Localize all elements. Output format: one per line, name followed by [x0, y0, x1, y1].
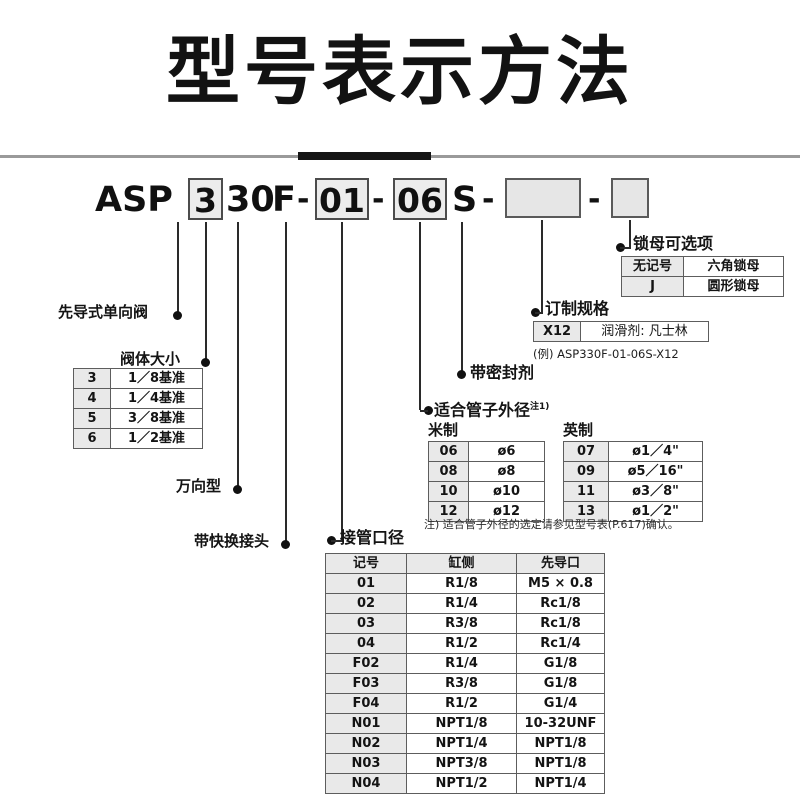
- table-row: 06 ø6: [428, 441, 545, 462]
- locknut-option-table: 无记号 六角锁母 J 圆形锁母: [621, 256, 784, 297]
- page-title: 型号表示方法: [166, 29, 634, 115]
- table-row: 07 ø1／4": [563, 441, 703, 462]
- leader-dot-sealant: [457, 370, 466, 379]
- leader-line-locknut: [629, 220, 631, 247]
- table-row: 10 ø10: [428, 481, 545, 502]
- label-tube-outer-diameter-note: 注1): [530, 402, 550, 412]
- code-dash-2: -: [372, 182, 385, 217]
- leader-line-universal: [237, 222, 239, 489]
- leader-dot-valve-size: [201, 358, 210, 367]
- label-port-diameter: 接管口径: [340, 528, 405, 547]
- port-header-code: 记号: [325, 553, 407, 574]
- label-locknut-option: 锁母可选项: [633, 234, 714, 253]
- table-row: 6 1／2基准: [73, 428, 203, 449]
- label-quick-fitting: 带快换接头: [194, 532, 270, 550]
- table-row: F03 R3/8 G1/8: [325, 673, 605, 694]
- table-header-row: 记号 缸侧 先导口: [325, 553, 605, 574]
- table-row: 09 ø5／16": [563, 461, 703, 482]
- table-row: 3 1／8基准: [73, 368, 203, 389]
- code-dash-4: -: [588, 182, 601, 217]
- table-row: 11 ø3／8": [563, 481, 703, 502]
- table-row: 4 1／4基准: [73, 388, 203, 409]
- code-tube-box[interactable]: 06: [393, 178, 447, 220]
- title-divider-accent: [298, 152, 431, 160]
- label-valve-body-size: 阀体大小: [120, 350, 181, 368]
- table-row: X12 润滑剂: 凡士林: [533, 321, 709, 342]
- label-custom-spec: 订制规格: [545, 299, 610, 318]
- leader-elbow-locknut: [620, 247, 631, 249]
- table-row: 12 ø12: [428, 501, 545, 522]
- table-row: 13 ø1／2": [563, 501, 703, 522]
- leader-dot-quick-fitting: [281, 540, 290, 549]
- label-with-sealant: 带密封剂: [470, 363, 535, 382]
- custom-spec-table: X12 润滑剂: 凡士林: [533, 321, 709, 342]
- leader-line-custom-spec: [541, 220, 543, 312]
- table-row: 02 R1/4 Rc1/8: [325, 593, 605, 614]
- code-series: 30: [226, 180, 275, 220]
- code-sealant: S: [452, 180, 478, 220]
- tube-note: 注) 适合管子外径的选定请参见型号表(P.617)确认。: [424, 518, 679, 531]
- label-pilot-check-valve: 先导式单向阀: [58, 303, 149, 321]
- table-row: 无记号 六角锁母: [621, 256, 784, 277]
- label-metric: 米制: [428, 421, 459, 439]
- table-row: 01 R1/8 M5 × 0.8: [325, 573, 605, 594]
- label-universal-type: 万向型: [176, 477, 222, 495]
- code-dash-3: -: [482, 182, 495, 217]
- leader-line-port-diameter: [341, 222, 343, 540]
- leader-line-tube-od: [419, 222, 421, 410]
- table-row: J 圆形锁母: [621, 276, 784, 297]
- leader-elbow-tube-od: [420, 410, 428, 412]
- code-dash-1: -: [297, 182, 310, 217]
- table-row: 08 ø8: [428, 461, 545, 482]
- label-tube-outer-diameter: 适合管子外径注1): [434, 398, 549, 419]
- label-tube-outer-diameter-text: 适合管子外径: [434, 400, 531, 420]
- custom-spec-example: (例) ASP330F-01-06S-X12: [533, 347, 679, 361]
- table-row: N03 NPT3/8 NPT1/8: [325, 753, 605, 774]
- table-row: N04 NPT1/2 NPT1/4: [325, 773, 605, 794]
- inch-tube-table: 07 ø1／4" 09 ø5／16" 11 ø3／8" 13 ø1／2": [563, 441, 703, 522]
- leader-line-quick-fitting: [285, 222, 287, 544]
- leader-line-pilot-valve: [177, 222, 179, 315]
- leader-line-valve-size: [205, 222, 207, 362]
- code-prefix: ASP: [95, 180, 173, 220]
- table-row: F04 R1/2 G1/4: [325, 693, 605, 714]
- code-port-box[interactable]: 01: [315, 178, 369, 220]
- leader-elbow-custom-spec: [535, 312, 543, 314]
- table-row: 04 R1/2 Rc1/4: [325, 633, 605, 654]
- code-size-box[interactable]: 3: [188, 178, 223, 220]
- port-header-pilot: 先导口: [516, 553, 605, 574]
- leader-dot-universal: [233, 485, 242, 494]
- metric-tube-table: 06 ø6 08 ø8 10 ø10 12 ø12: [428, 441, 545, 522]
- table-row: 03 R3/8 Rc1/8: [325, 613, 605, 634]
- table-row: F02 R1/4 G1/8: [325, 653, 605, 674]
- label-inch: 英制: [563, 421, 594, 439]
- port-diameter-table: 记号 缸侧 先导口 01 R1/8 M5 × 0.8 02 R1/4 Rc1/8…: [325, 553, 605, 794]
- code-blank-custom-spec[interactable]: [505, 178, 581, 218]
- table-row: 5 3／8基准: [73, 408, 203, 429]
- port-header-cyl: 缸侧: [406, 553, 517, 574]
- leader-elbow-port-diameter: [331, 540, 343, 542]
- model-code-row: ASP 3 30 F - 01 - 06 S - -: [0, 178, 800, 222]
- code-universal: F: [272, 180, 296, 220]
- valve-size-table: 3 1／8基准 4 1／4基准 5 3／8基准 6 1／2基准: [73, 368, 203, 449]
- table-row: N02 NPT1/4 NPT1/8: [325, 733, 605, 754]
- leader-dot-tube-od: [424, 406, 433, 415]
- table-row: N01 NPT1/8 10-32UNF: [325, 713, 605, 734]
- leader-line-sealant: [461, 222, 463, 374]
- code-blank-locknut[interactable]: [611, 178, 649, 218]
- leader-dot-pilot-valve: [173, 311, 182, 320]
